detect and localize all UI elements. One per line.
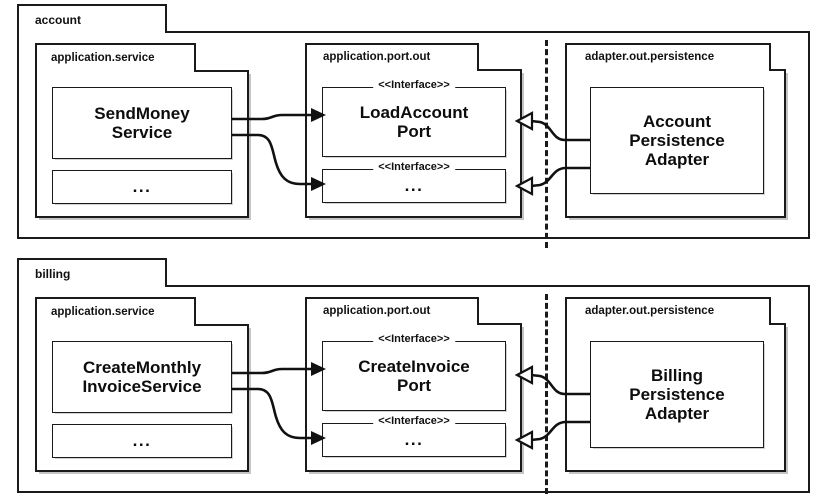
class-account-persistence-adapter[interactable]: Account Persistence Adapter: [590, 87, 764, 194]
interface-billing-port-ellipsis[interactable]: <<Interface>> ...: [322, 416, 506, 457]
class-send-money-service[interactable]: SendMoney Service: [52, 87, 232, 159]
interface-account-port-ellipsis[interactable]: <<Interface>> ...: [322, 162, 506, 203]
interface-create-invoice-port[interactable]: <<Interface>> CreateInvoice Port: [322, 334, 506, 411]
stereotype-label: <<Interface>>: [373, 162, 455, 173]
package-tab-label: adapter.out.persistence: [585, 305, 715, 318]
stereotype-label: <<Interface>>: [373, 80, 455, 91]
class-name-line: Account: [643, 111, 711, 131]
package-tab-billing-service: application.service: [35, 297, 196, 326]
package-tab-account-port: application.port.out: [305, 43, 479, 71]
class-name-line: CreateMonthly: [82, 357, 202, 377]
interface-load-account-port[interactable]: <<Interface>> LoadAccount Port: [322, 80, 506, 157]
class-name-line: Billing: [651, 365, 703, 385]
class-name-line: Adapter: [644, 404, 710, 424]
ellipsis-label: ...: [132, 177, 152, 197]
interface-name-line: LoadAccount: [359, 102, 469, 122]
class-billing-service-ellipsis[interactable]: ...: [52, 424, 232, 458]
class-name-line: Persistence: [629, 130, 725, 150]
class-name-line: SendMoney: [94, 103, 190, 123]
interface-name-line: Port: [397, 122, 431, 141]
package-tab-label: application.port.out: [323, 51, 431, 64]
package-tab-billing: billing: [17, 258, 167, 287]
package-tab-account-adapter: adapter.out.persistence: [565, 43, 771, 71]
interface-name-line: Port: [397, 376, 431, 395]
ellipsis-label: ...: [132, 431, 152, 451]
class-name-line: Service: [111, 123, 173, 142]
interface-name-line: CreateInvoice: [358, 356, 470, 376]
class-name-line: InvoiceService: [82, 377, 202, 396]
package-tab-label: application.port.out: [323, 305, 431, 318]
package-tab-billing-port: application.port.out: [305, 297, 479, 325]
class-name-line: Adapter: [644, 150, 710, 170]
package-tab-account-service: application.service: [35, 43, 196, 72]
package-tab-label: adapter.out.persistence: [585, 51, 715, 64]
package-tab-label: billing: [35, 266, 71, 281]
class-name-line: Persistence: [629, 384, 725, 404]
package-tab-label: application.service: [51, 51, 155, 64]
package-tab-label: account: [35, 12, 82, 27]
class-create-monthly-invoice-service[interactable]: CreateMonthly InvoiceService: [52, 341, 232, 413]
ellipsis-label: ...: [404, 430, 424, 450]
package-tab-billing-adapter: adapter.out.persistence: [565, 297, 771, 325]
ellipsis-label: ...: [404, 176, 424, 196]
class-billing-persistence-adapter[interactable]: Billing Persistence Adapter: [590, 341, 764, 448]
stereotype-label: <<Interface>>: [373, 334, 455, 345]
class-account-service-ellipsis[interactable]: ...: [52, 170, 232, 204]
stereotype-label: <<Interface>>: [373, 416, 455, 427]
hexagon-boundary-separator-account: [545, 40, 548, 248]
package-tab-label: application.service: [51, 305, 155, 318]
package-tab-account: account: [17, 4, 167, 33]
hexagon-boundary-separator-billing: [545, 294, 548, 494]
